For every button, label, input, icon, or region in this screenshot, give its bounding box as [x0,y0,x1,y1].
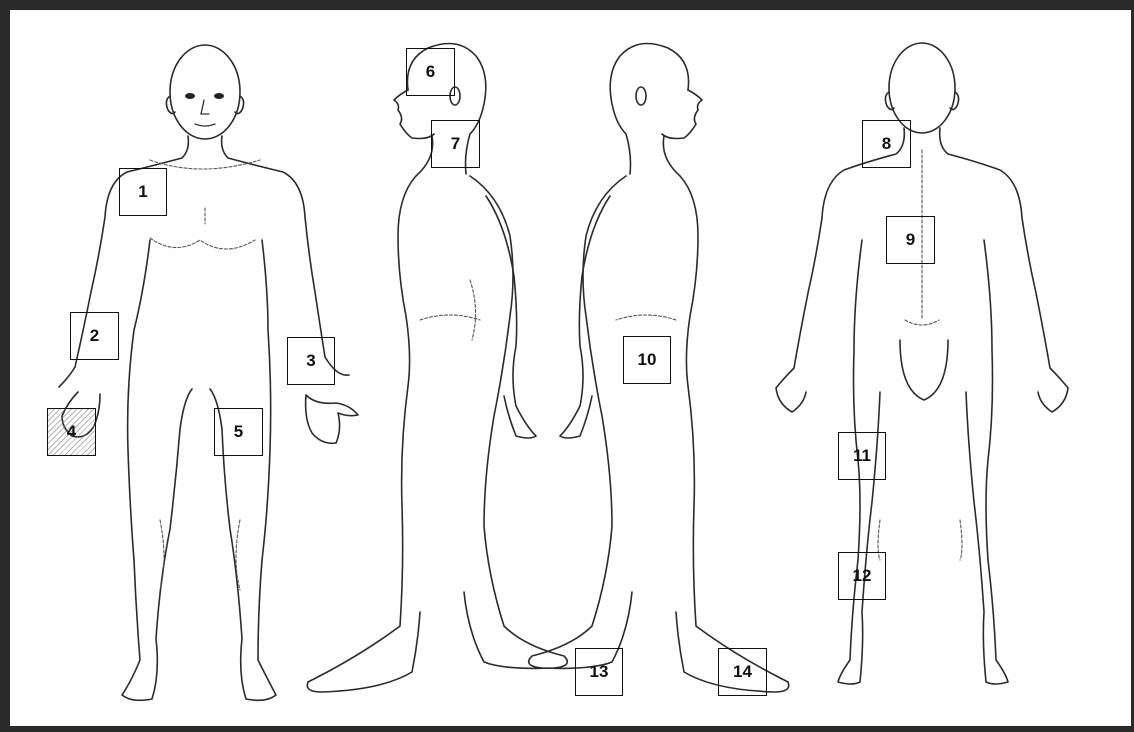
marker-label: 9 [906,230,915,250]
region-marker-9[interactable]: 9 [886,216,935,264]
region-marker-8[interactable]: 8 [862,120,911,168]
marker-label: 6 [426,62,435,82]
marker-label: 11 [853,446,871,466]
region-marker-1[interactable]: 1 [119,168,167,216]
marker-label: 10 [638,350,657,370]
marker-label: 14 [733,662,752,682]
marker-label: 12 [853,566,872,586]
marker-label: 2 [90,326,99,346]
region-marker-4[interactable]: 4 [47,408,96,456]
marker-label: 7 [451,134,460,154]
region-marker-10[interactable]: 10 [623,336,671,384]
marker-label: 5 [234,422,243,442]
region-marker-14[interactable]: 14 [718,648,767,696]
region-marker-3[interactable]: 3 [287,337,335,385]
region-marker-7[interactable]: 7 [431,120,480,168]
back-view-figure [776,43,1068,684]
marker-label: 1 [138,182,147,202]
marker-label: 8 [882,134,891,154]
region-marker-13[interactable]: 13 [575,648,623,696]
marker-label: 13 [590,662,609,682]
region-marker-2[interactable]: 2 [70,312,119,360]
marker-label: 3 [306,351,315,371]
region-marker-11[interactable]: 11 [838,432,886,480]
marker-label: 4 [67,422,76,442]
region-marker-6[interactable]: 6 [406,48,455,96]
region-marker-5[interactable]: 5 [214,408,263,456]
region-marker-12[interactable]: 12 [838,552,886,600]
